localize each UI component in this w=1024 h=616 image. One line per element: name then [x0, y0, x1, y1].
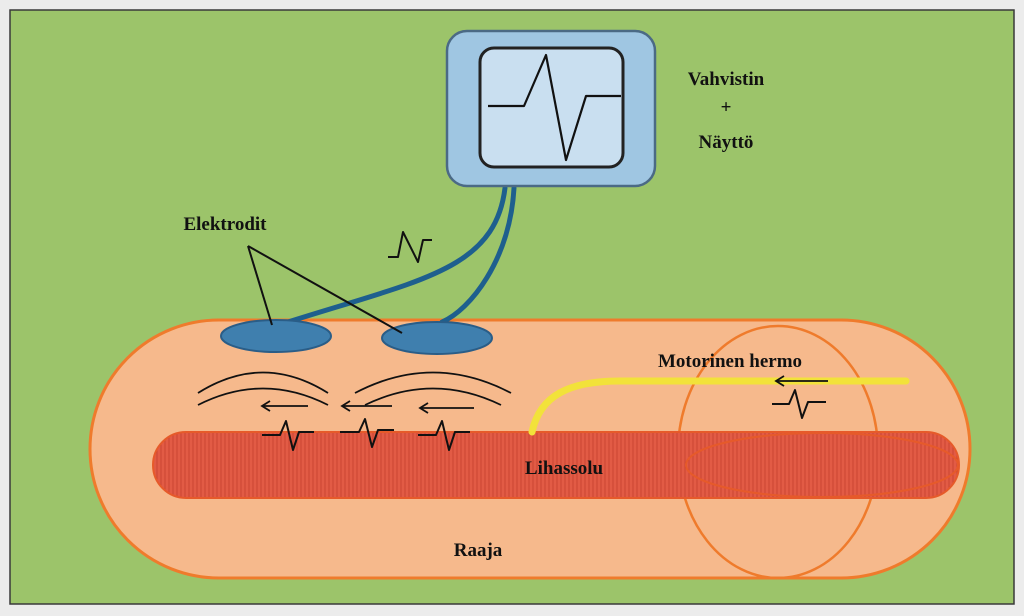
cable-left	[285, 185, 508, 325]
monitor-screen	[478, 46, 625, 169]
electrode-left	[220, 319, 332, 353]
label-plus: +	[721, 97, 732, 118]
propagation-arrows	[260, 375, 828, 414]
label-amplifier: Vahvistin	[688, 69, 765, 90]
action-potential-waves	[262, 231, 826, 451]
label-motor-nerve: Motorinen hermo	[658, 351, 802, 372]
label-muscle-cell: Lihassolu	[525, 458, 604, 479]
signal-trace	[488, 53, 621, 162]
pointer-right	[247, 245, 403, 334]
label-electrodes: Elektrodit	[183, 214, 267, 235]
electrode-right	[381, 321, 493, 355]
field-arcs	[197, 371, 512, 406]
label-display: Näyttö	[699, 132, 754, 153]
muscle-cell-cross-section	[685, 432, 959, 498]
motor-nerve	[528, 377, 910, 436]
label-limb: Raaja	[454, 540, 503, 561]
cable-right	[439, 185, 517, 325]
pointer-left	[247, 245, 273, 326]
